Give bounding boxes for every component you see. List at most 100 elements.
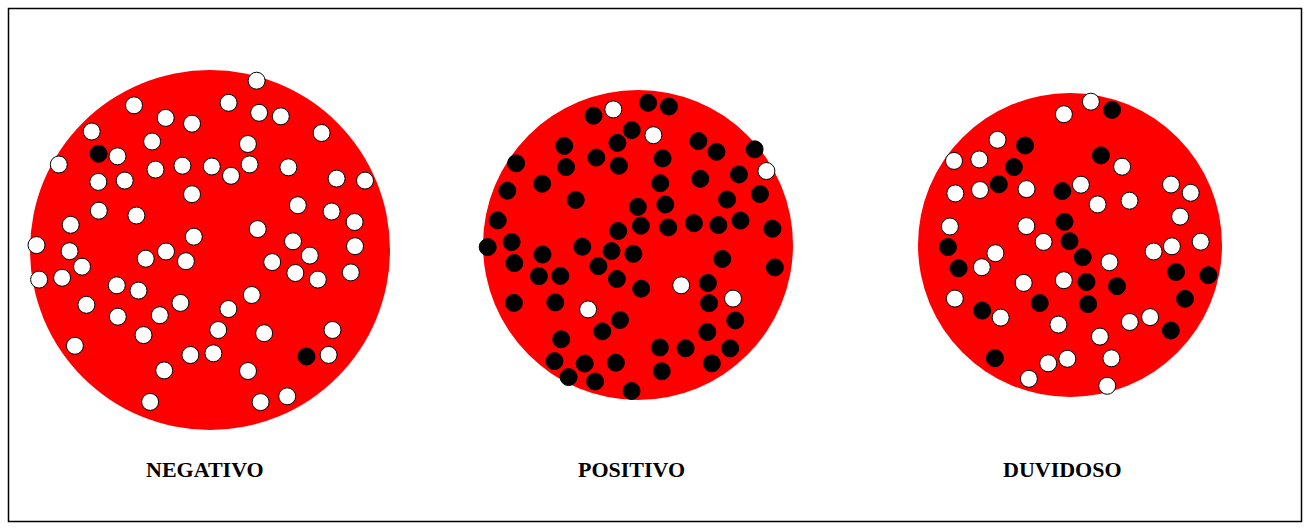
cell-dot: [128, 207, 145, 224]
cell-dot: [590, 258, 607, 275]
cell-dot: [939, 239, 956, 256]
cell-dot: [248, 72, 265, 89]
cell-dot: [249, 221, 266, 238]
cell-dot: [633, 280, 650, 297]
cell-dot: [158, 243, 175, 260]
cell-dot: [530, 268, 547, 285]
cell-dot: [553, 331, 570, 348]
cell-dot: [1020, 370, 1037, 387]
cell-dot: [941, 218, 958, 235]
cell-dot: [147, 161, 164, 178]
cell-dot: [508, 155, 525, 172]
cell-dot: [1145, 243, 1162, 260]
cell-dot: [1017, 137, 1034, 154]
dot-group: [28, 72, 1217, 410]
cell-dot: [1177, 290, 1194, 307]
cell-dot: [126, 97, 143, 114]
cell-dot: [629, 198, 646, 215]
cell-dot: [1182, 184, 1199, 201]
cell-dot: [1200, 267, 1217, 284]
cell-dot: [220, 301, 237, 318]
cell-dot: [580, 301, 597, 318]
sample-disc: [483, 90, 793, 400]
sample-disc: [918, 93, 1222, 397]
cell-dot: [576, 355, 593, 372]
cell-dot: [342, 264, 359, 281]
cell-dot: [701, 295, 718, 312]
cell-dot: [272, 108, 289, 125]
cell-dot: [588, 149, 605, 166]
cell-dot: [1059, 350, 1076, 367]
cell-dot: [605, 101, 622, 118]
cell-dot: [239, 136, 256, 153]
cell-dot: [673, 277, 690, 294]
cell-dot: [78, 296, 95, 313]
cell-dot: [766, 259, 783, 276]
cell-dot: [499, 182, 516, 199]
cell-dot: [184, 186, 201, 203]
cell-dot: [751, 186, 768, 203]
cell-dot: [1121, 192, 1138, 209]
result-label: NEGATIVO: [146, 457, 264, 483]
cell-dot: [156, 362, 173, 379]
cell-dot: [710, 217, 727, 234]
cell-dot: [347, 238, 364, 255]
cell-dot: [587, 373, 604, 390]
cell-dot: [489, 212, 506, 229]
cell-dot: [1099, 377, 1116, 394]
cell-dot: [703, 355, 720, 372]
cell-dot: [313, 125, 330, 142]
cell-dot: [54, 269, 71, 286]
cell-dot: [1035, 233, 1052, 250]
cell-dot: [328, 170, 345, 187]
cell-dot: [1091, 328, 1108, 345]
cell-dot: [1192, 233, 1209, 250]
cell-dot: [1054, 183, 1071, 200]
cell-dot: [987, 245, 1004, 262]
cell-dot: [547, 294, 564, 311]
cell-dot: [645, 127, 662, 144]
cell-dot: [50, 156, 67, 173]
cell-dot: [280, 159, 297, 176]
cell-dot: [986, 350, 1003, 367]
cell-dot: [177, 253, 194, 270]
cell-dot: [203, 158, 220, 175]
cell-dot: [625, 245, 642, 262]
cell-dot: [973, 259, 990, 276]
cell-dot: [1121, 314, 1138, 331]
cell-dot: [971, 151, 988, 168]
cell-dot: [725, 290, 742, 307]
cell-dot: [135, 327, 152, 344]
cell-dot: [220, 94, 237, 111]
cell-dot: [574, 238, 591, 255]
cell-dot: [612, 312, 629, 329]
cell-dot: [90, 173, 107, 190]
cell-dot: [205, 345, 222, 362]
cell-dot: [585, 107, 602, 124]
cell-dot: [660, 98, 677, 115]
cell-dot: [1172, 208, 1189, 225]
cell-dot: [83, 123, 100, 140]
cell-dot: [989, 131, 1006, 148]
cell-dot: [109, 308, 126, 325]
cell-dot: [714, 250, 731, 267]
cell-dot: [992, 309, 1009, 326]
cell-dot: [685, 215, 702, 232]
cell-dot: [157, 109, 174, 126]
cell-dot: [285, 233, 302, 250]
cell-dot: [1101, 254, 1118, 271]
cell-dot: [241, 156, 258, 173]
cell-dot: [116, 172, 133, 189]
cell-dot: [1005, 159, 1022, 176]
cell-dot: [309, 271, 326, 288]
cell-dot: [479, 239, 496, 256]
cell-dot: [142, 393, 159, 410]
cell-dot: [1018, 181, 1035, 198]
cell-dot: [31, 271, 48, 288]
cell-dot: [289, 197, 306, 214]
cell-dot: [1055, 272, 1072, 289]
cell-dot: [567, 191, 584, 208]
cell-dot: [182, 347, 199, 364]
cell-dot: [90, 202, 107, 219]
